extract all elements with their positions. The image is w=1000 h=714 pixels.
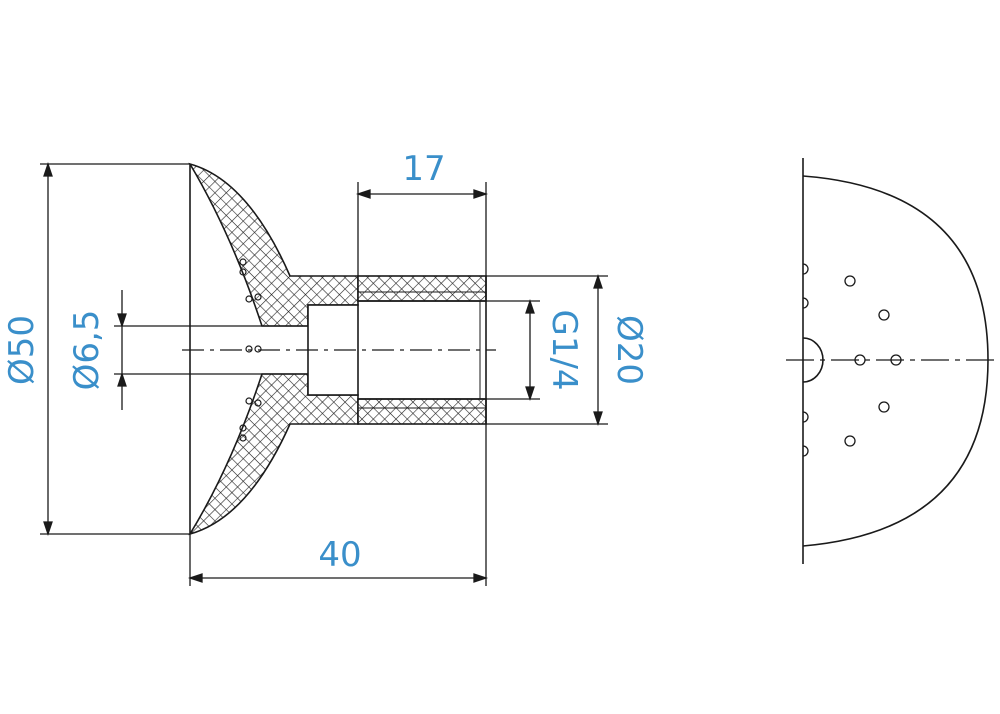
neck-wall-lower [357,398,487,425]
dim-length-top: 17 [402,149,445,189]
spray-holes-section [239,258,262,442]
spray-holes-front [802,263,902,457]
dimension-lines [40,161,608,586]
dim-diameter-outer: Ø50 [2,315,42,385]
dim-diameter-neck: Ø20 [609,315,649,385]
cup-shell-upper [188,162,359,327]
half-disc-outline [802,175,989,547]
front-view [786,158,1000,564]
dim-length-bottom: 40 [318,535,361,575]
center-hole [802,337,824,383]
section-view [182,162,496,536]
dimension-labels: 17 40 Ø50 Ø6,5 G1/4 Ø20 [2,149,649,575]
neck-wall-upper [357,275,487,302]
dim-thread: G1/4 [544,309,584,390]
dim-diameter-bore: Ø6,5 [67,310,107,391]
cup-shell-lower [188,373,359,536]
